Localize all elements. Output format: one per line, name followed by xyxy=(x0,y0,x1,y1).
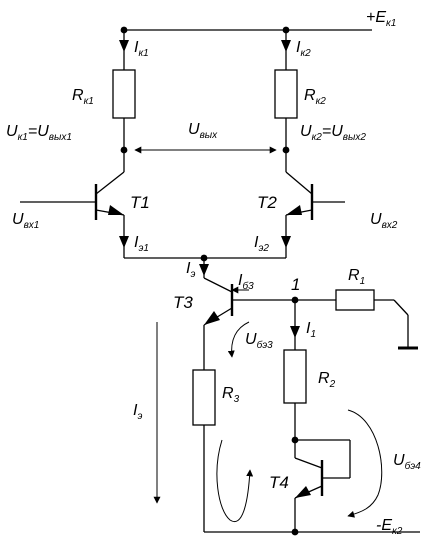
voltage-loop-r3 xyxy=(216,439,254,523)
transistor-t1-label: T1 xyxy=(130,193,150,212)
resistor-rk2 xyxy=(274,69,298,119)
current-ib3-label: Iб3 xyxy=(238,272,254,292)
node-1-label: 1 xyxy=(291,275,300,294)
junction-dot-t4-collector xyxy=(291,436,299,444)
current-ik2-label: Iк2 xyxy=(296,39,311,59)
resistor-rk1-label: Rк1 xyxy=(72,87,94,107)
current-i1-label: I1 xyxy=(306,320,316,340)
resistor-r2 xyxy=(283,349,307,404)
current-arrows xyxy=(119,40,300,504)
voltage-uk2-label: Uк2=Uвых2 xyxy=(300,123,366,143)
junction-dot-emitters xyxy=(200,254,208,262)
transistor-t4 xyxy=(294,457,324,499)
current-ie-node-label: Iэ xyxy=(186,260,195,280)
voltage-ube3-label: Uбэ3 xyxy=(245,331,273,351)
resistor-r1 xyxy=(335,289,375,311)
junction-dot-node-1 xyxy=(291,296,299,304)
transistor-t2 xyxy=(285,171,314,220)
voltage-uk1-label: Uк1=Uвых1 xyxy=(6,123,72,143)
voltage-uin2-label: Uвх2 xyxy=(370,211,398,231)
current-ik1-label: Iк1 xyxy=(134,39,149,59)
supply-bottom-label: -Eк2 xyxy=(376,517,403,537)
transistor-t4-label: T4 xyxy=(269,473,289,492)
resistor-rk2-label: Rк2 xyxy=(304,87,326,107)
junction-dot-top-left xyxy=(120,26,128,34)
voltage-arrow-ube4 xyxy=(347,409,383,518)
junction-dot-uk1 xyxy=(120,146,128,154)
voltage-ube4-label: Uбэ4 xyxy=(393,452,421,472)
resistor-r1-label: R1 xyxy=(348,267,365,287)
resistor-r2-label: R2 xyxy=(318,370,336,390)
junction-dot-bottom xyxy=(291,528,299,536)
transistor-t3 xyxy=(203,277,234,326)
current-ie-total-label: Iэ xyxy=(133,402,142,422)
current-ie2-label: Iэ2 xyxy=(254,234,269,254)
junction-dot-uk2 xyxy=(282,146,290,154)
resistor-r3-label: R3 xyxy=(222,385,240,405)
resistor-rk1 xyxy=(112,69,136,119)
voltage-uout-label: Uвых xyxy=(188,121,218,141)
transistor-t3-label: T3 xyxy=(173,293,193,312)
wires xyxy=(20,29,420,533)
supply-top-label: +Eк1 xyxy=(366,9,396,29)
voltage-arrow-ube3 xyxy=(227,321,250,358)
wire-r1-diag xyxy=(393,299,409,316)
transistor-t1 xyxy=(94,171,125,220)
voltage-uin1-label: Uвх1 xyxy=(12,211,39,231)
transistor-t2-label: T2 xyxy=(257,193,277,212)
resistor-r3 xyxy=(192,369,216,426)
junction-dot-top-right xyxy=(282,26,290,34)
current-ie1-label: Iэ1 xyxy=(134,234,149,254)
